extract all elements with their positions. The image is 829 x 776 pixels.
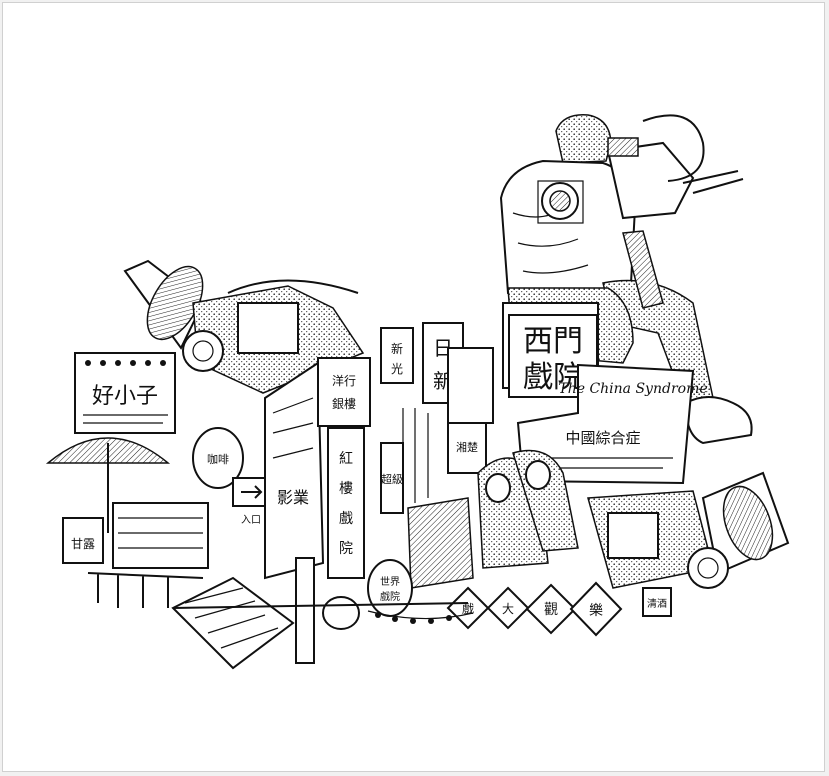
sign-parasol-shop: 甘露: [71, 537, 95, 551]
svg-text:紅: 紅: [339, 451, 353, 467]
svg-text:樓: 樓: [339, 481, 353, 497]
svg-text:咖啡: 咖啡: [207, 452, 229, 466]
svg-text:世界: 世界: [380, 576, 400, 588]
svg-text:超級: 超級: [381, 472, 403, 486]
svg-text:戲: 戲: [339, 511, 353, 527]
svg-text:清酒: 清酒: [647, 597, 667, 610]
sign-hao-xiaozi: 好小子: [92, 384, 158, 409]
svg-text:院: 院: [339, 541, 353, 557]
svg-text:觀: 觀: [544, 602, 558, 618]
cameraman-figure: [499, 114, 753, 445]
sign-china-syndrome: The China Syndrome: [558, 381, 707, 397]
right-movie-camera: [587, 471, 790, 589]
street-scene-illustration: 西門 戲院 The China Syndrome 中國綜合症 好小子: [45, 114, 790, 670]
sign-entrance: 入口: [241, 515, 261, 526]
sign-ximen-bottom: 戲院: [523, 360, 583, 395]
hao-xiaozi-board: [74, 352, 176, 434]
svg-text:樂: 樂: [589, 602, 603, 619]
svg-text:洋行: 洋行: [332, 373, 356, 388]
svg-text:戲院: 戲院: [380, 590, 400, 603]
street-buildings: 好小子 甘露 咖啡 入口 影業 洋行 銀樓 紅 樓 戲 院: [45, 322, 494, 670]
sign-xiangan: 湘楚: [456, 440, 478, 454]
sign-ximen-top: 西門: [523, 324, 583, 359]
left-movie-camera: [123, 259, 365, 394]
svg-text:影業: 影業: [277, 488, 309, 507]
svg-text:銀樓: 銀樓: [332, 396, 356, 411]
svg-text:戲: 戲: [462, 601, 474, 616]
lower-street: 世界 戲院 戲 大 觀 樂 清酒: [172, 449, 672, 664]
sign-china-syndrome-cn: 中國綜合症: [565, 429, 640, 447]
china-syndrome-poster: The China Syndrome 中國綜合症: [516, 363, 708, 485]
svg-text:新: 新: [391, 341, 403, 356]
diamond-signs: 戲 大 觀 樂: [446, 581, 623, 637]
svg-text:大: 大: [502, 602, 514, 616]
svg-text:光: 光: [391, 362, 403, 376]
